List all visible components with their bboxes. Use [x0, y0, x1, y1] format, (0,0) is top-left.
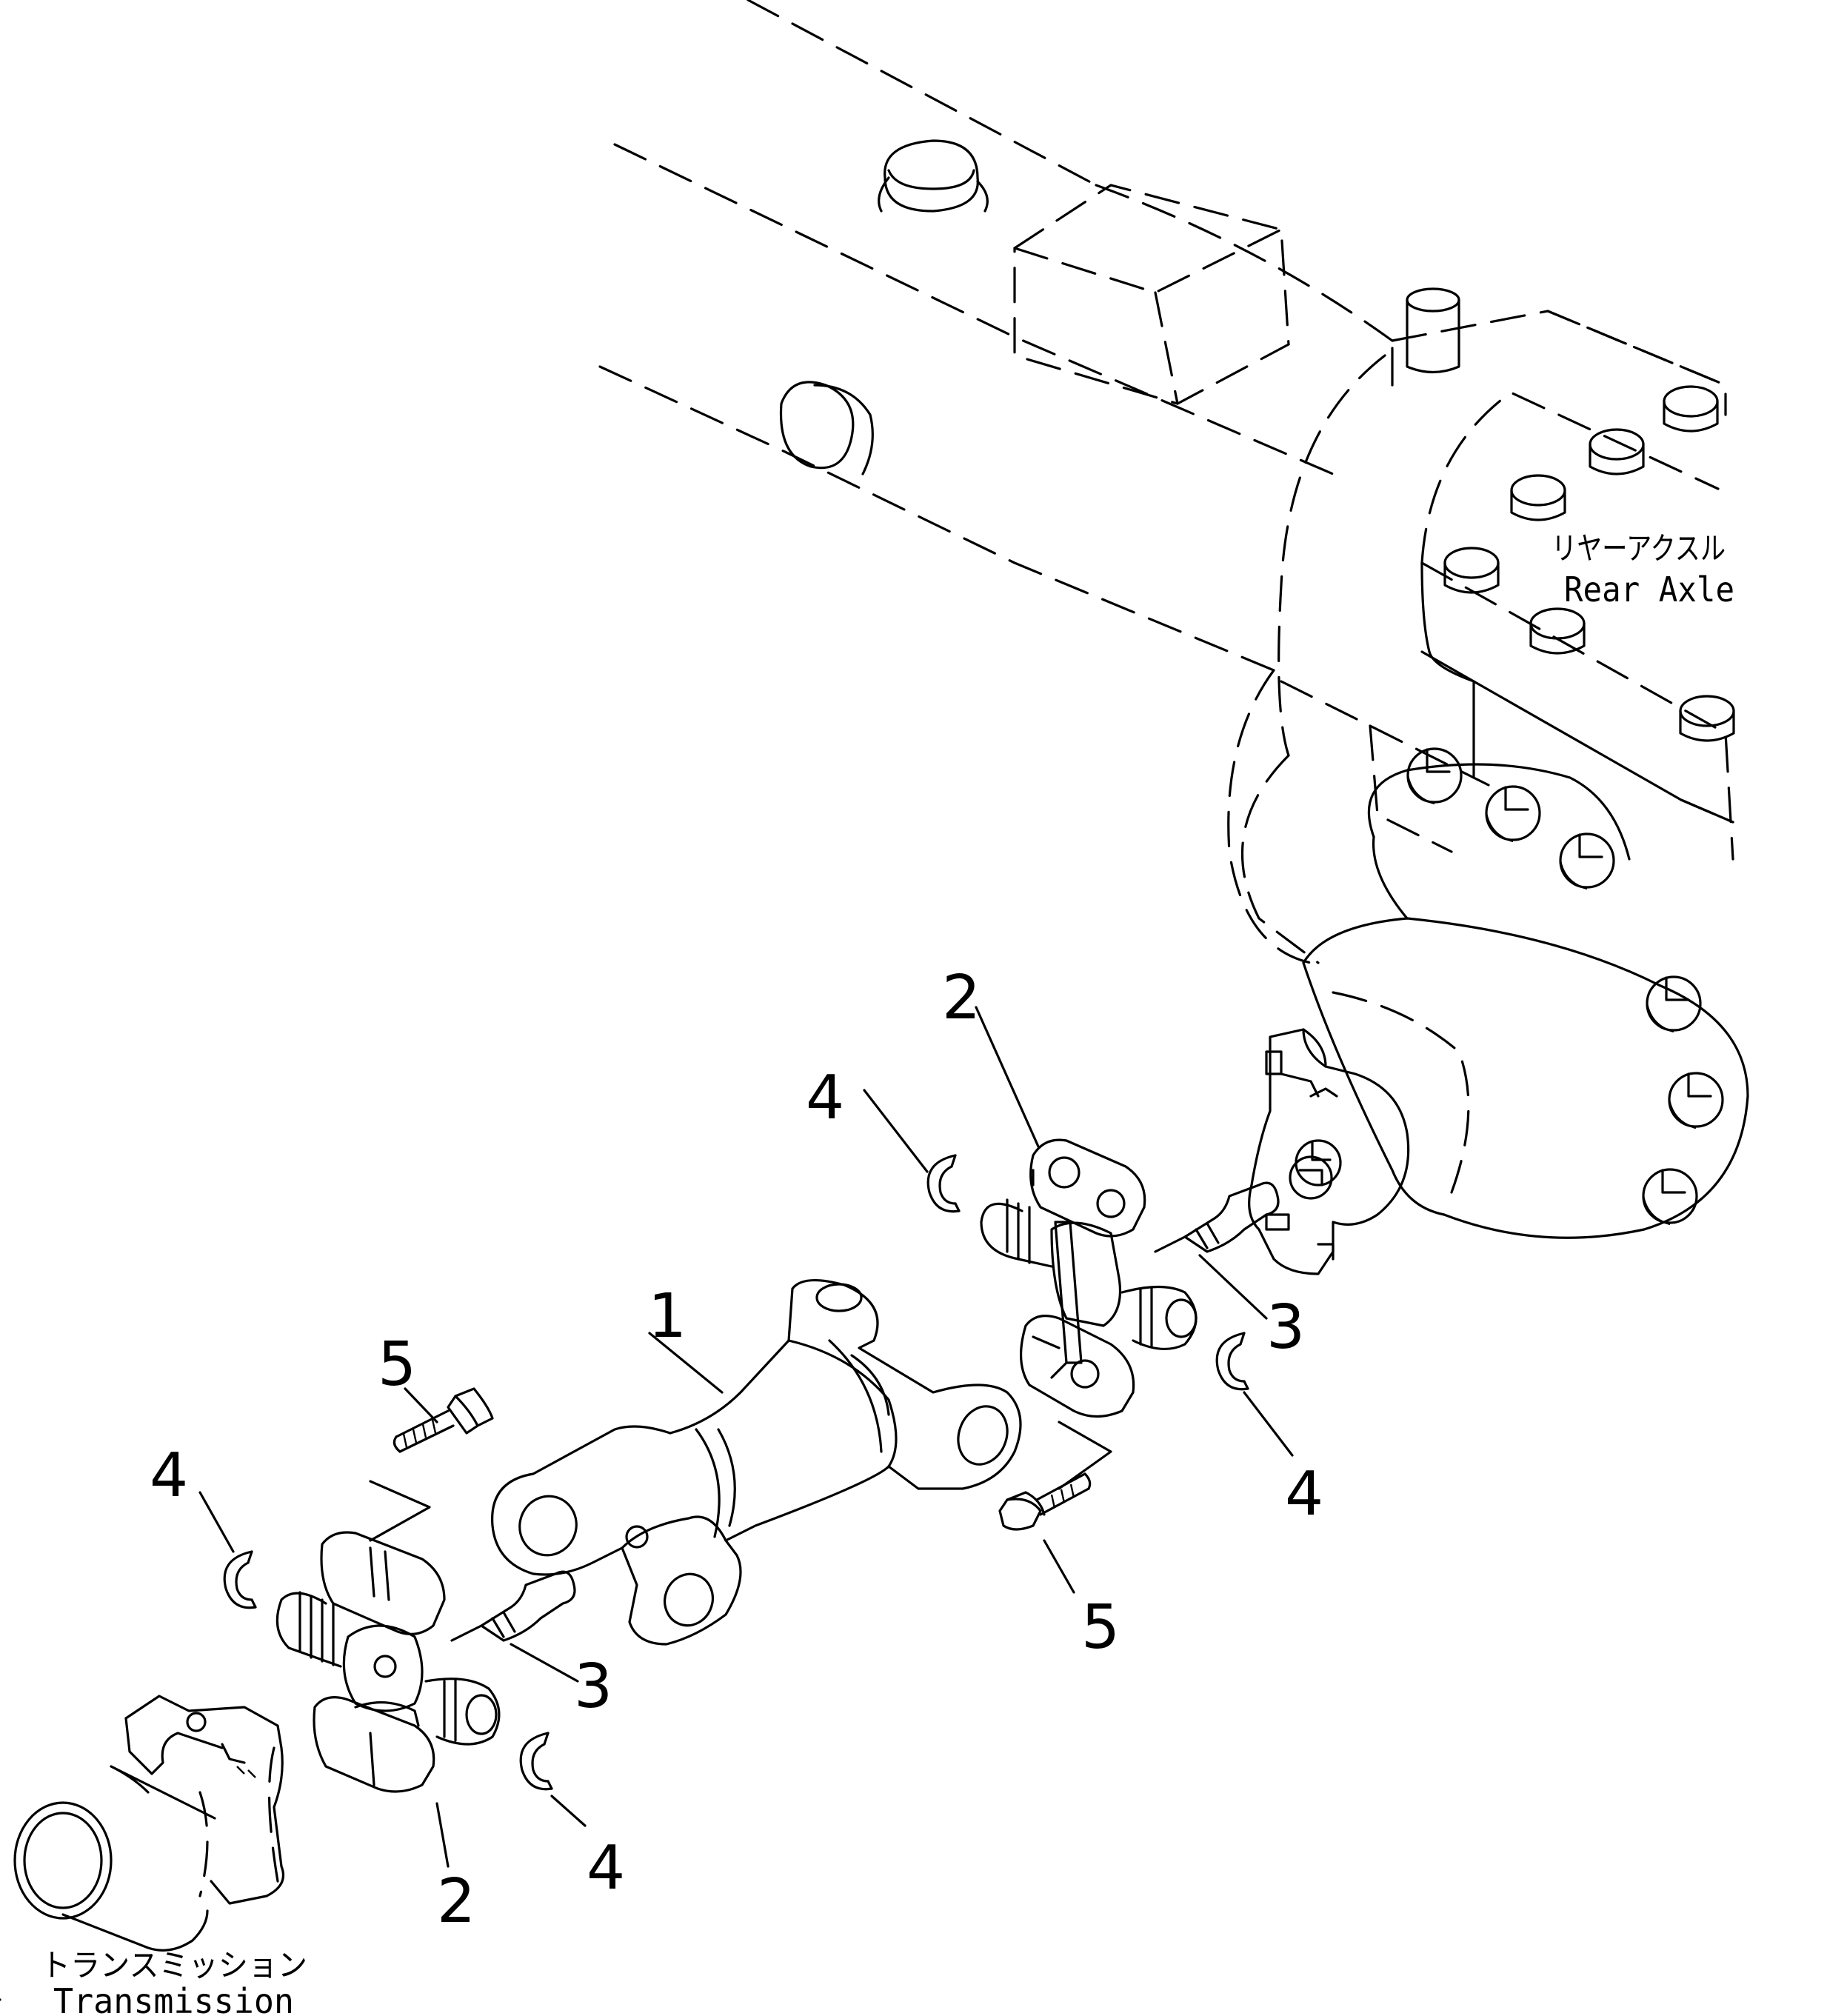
- transmission-label-jp: トランスミッション: [41, 1947, 307, 1983]
- transmission-label-en: Transmission: [53, 1981, 294, 2016]
- rear-axle-housing: [598, 0, 1734, 964]
- bolt-head-icon: [1485, 785, 1541, 843]
- bolt-lower: [998, 1472, 1092, 1531]
- cap-icon: [1589, 428, 1645, 475]
- snap-ring-upper-right: [1215, 1332, 1249, 1391]
- callout-5-lower: 5: [1081, 1592, 1120, 1663]
- universal-joint-upper: [980, 1138, 1198, 1418]
- transmission-flange: [0, 1695, 285, 2001]
- snap-ring-lower-right: [519, 1732, 553, 1791]
- universal-joint-lower: [275, 1531, 501, 1793]
- bolt-head-icon: [1406, 747, 1463, 805]
- callout-1: 1: [648, 1281, 687, 1352]
- grease-fitting-lower: [450, 1570, 576, 1642]
- bolt-head-icon: [1559, 832, 1615, 890]
- cap-icon: [1510, 474, 1566, 521]
- housing-caps: [1443, 385, 1735, 742]
- rear-axle-label-jp: リヤーアクスル: [1552, 530, 1726, 567]
- bolt-head-icon: [1295, 1139, 1342, 1186]
- callout-4-lower-left: 4: [150, 1441, 188, 1511]
- snap-ring-upper-left: [926, 1154, 961, 1213]
- callout-3-upper: 3: [1266, 1292, 1305, 1363]
- bolt-upper: [393, 1387, 494, 1453]
- cap-icon: [1663, 385, 1719, 433]
- snap-ring-lower-left: [223, 1550, 257, 1609]
- callout-4-upper-right: 4: [1285, 1459, 1323, 1529]
- drive-shaft: [491, 1278, 1022, 1646]
- cap-icon: [1679, 695, 1735, 742]
- differential-carrier: [1248, 561, 1749, 1275]
- bolt-head-icon: [1668, 1072, 1724, 1129]
- carrier-bolts: [1295, 747, 1724, 1226]
- leader-lines: [198, 1006, 1294, 1868]
- grease-fitting-upper: [1154, 1181, 1280, 1253]
- callout-4-upper-left: 4: [806, 1063, 844, 1133]
- callout-4-lower-right: 4: [587, 1833, 625, 1903]
- rear-axle-label-en: Rear Axle: [1564, 570, 1734, 610]
- cap-icon: [1443, 547, 1500, 594]
- bolt-head-icon: [1646, 975, 1702, 1033]
- cap-icon: [1529, 607, 1586, 655]
- callout-5-upper: 5: [378, 1329, 416, 1400]
- bolt-head-icon: [1642, 1168, 1698, 1226]
- callout-3-lower: 3: [574, 1652, 612, 1722]
- callout-2-upper: 2: [942, 963, 981, 1033]
- callout-2-lower: 2: [437, 1866, 475, 1937]
